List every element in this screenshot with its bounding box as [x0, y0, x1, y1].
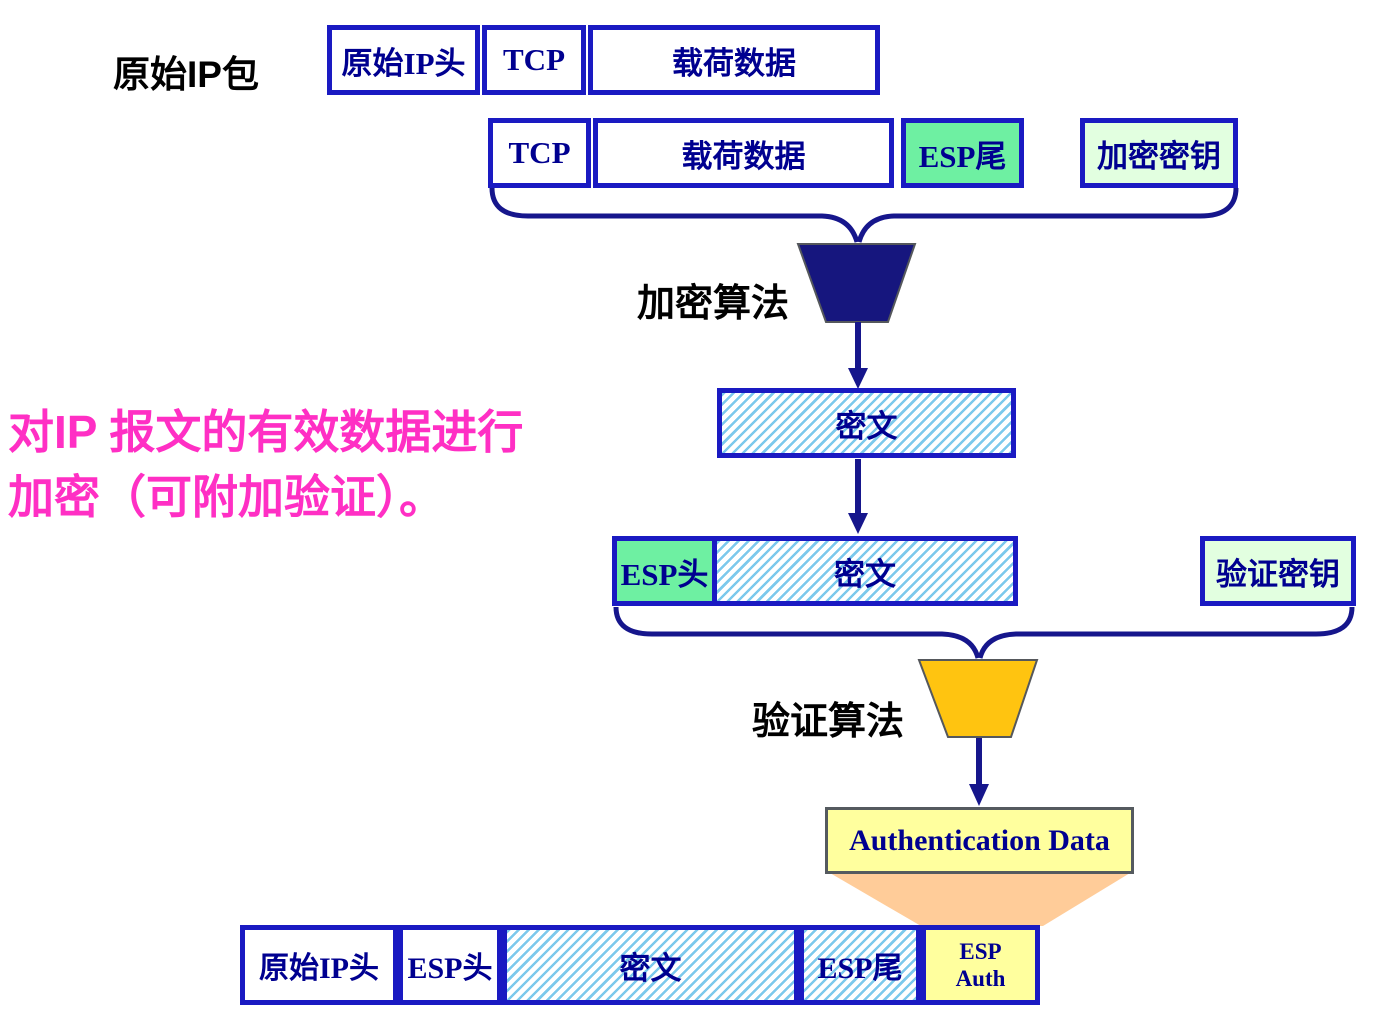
final-esp-auth: ESP Auth — [921, 925, 1040, 1005]
encrypt-algorithm-label: 加密算法 — [637, 283, 790, 325]
verify-funnel — [917, 659, 1039, 738]
original-packet-label: 原始IP包 — [113, 54, 259, 95]
verify-algorithm-label: 验证算法 — [752, 701, 905, 743]
verify-brace-right — [977, 606, 1355, 659]
row2-tcp: TCP — [488, 118, 591, 188]
row1-tcp: TCP — [482, 25, 586, 95]
final-esp-header: ESP头 — [398, 925, 502, 1005]
row2-payload: 载荷数据 — [593, 118, 894, 188]
row3-ciphertext: 密文 — [717, 541, 1013, 601]
arrow-ciphertext-to-verify-row-head — [848, 513, 868, 534]
row1-original-ip-header: 原始IP头 — [327, 25, 480, 95]
authdata-to-espauth-trapezoid — [830, 873, 1130, 926]
annotation-line2: 加密（可附加验证）。 — [8, 471, 445, 523]
arrow-verify-to-authdata-head — [969, 784, 989, 806]
verify-brace-left — [613, 606, 981, 659]
final-original-ip-header: 原始IP头 — [240, 925, 398, 1005]
arrow-encrypt-to-ciphertext-head — [848, 368, 868, 389]
ciphertext-box: 密文 — [717, 388, 1016, 458]
encrypt-funnel — [796, 243, 917, 323]
row3-esp-header: ESP头 — [617, 541, 717, 601]
row3-esp-packet: ESP头 密文 — [612, 536, 1018, 606]
encrypt-brace-left — [489, 187, 860, 243]
final-esp-auth-line1: ESP — [959, 939, 1002, 964]
encrypt-brace-right — [856, 187, 1239, 243]
row1-payload: 载荷数据 — [588, 25, 880, 95]
auth-data-box: Authentication Data — [825, 807, 1134, 874]
final-ciphertext: 密文 — [502, 925, 799, 1005]
row2-esp-tail: ESP尾 — [901, 118, 1024, 188]
final-esp-auth-line2: Auth — [955, 966, 1006, 991]
verify-key-box: 验证密钥 — [1200, 536, 1356, 606]
annotation-text: 对IP 报文的有效数据进行 加密（可附加验证）。 — [8, 400, 523, 530]
encrypt-key-box: 加密密钥 — [1080, 118, 1238, 188]
annotation-line1: 对IP 报文的有效数据进行 — [8, 406, 524, 458]
final-esp-tail: ESP尾 — [799, 925, 921, 1005]
